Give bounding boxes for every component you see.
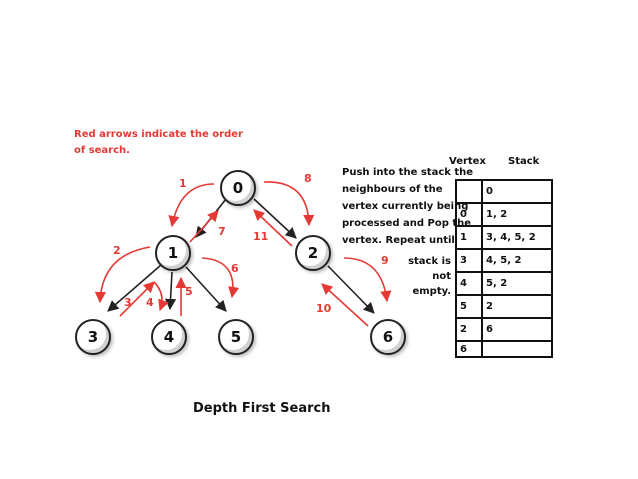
stack-cell xyxy=(481,340,553,358)
instruction-tail: stack is not empty. xyxy=(408,256,451,297)
vertex-cell: 6 xyxy=(455,340,483,358)
order-label-4: 4 xyxy=(146,296,154,309)
order-arrow-11 xyxy=(253,209,293,247)
instruction-line-4: processed and Pop the xyxy=(342,218,472,229)
order-label-8: 8 xyxy=(304,172,312,185)
node-5: 5 xyxy=(218,319,254,355)
order-label-9: 9 xyxy=(381,254,389,267)
edge-1-4 xyxy=(164,271,177,311)
order-arrow-9 xyxy=(343,257,392,303)
header-stack: Stack xyxy=(508,156,540,167)
stack-cell: 6 xyxy=(481,317,553,342)
order-arrow-10 xyxy=(321,283,369,327)
node-0: 0 xyxy=(220,170,256,206)
edge-0-2 xyxy=(253,198,297,239)
vertex-cell xyxy=(455,179,483,204)
order-arrow-8 xyxy=(263,181,315,227)
stack-cell: 3, 4, 5, 2 xyxy=(481,225,553,250)
stack-cell: 0 xyxy=(481,179,553,204)
edge-1-5 xyxy=(185,266,227,312)
stack-cell: 1, 2 xyxy=(481,202,553,227)
node-3: 3 xyxy=(75,319,111,355)
vertex-cell: 5 xyxy=(455,294,483,319)
order-label-2: 2 xyxy=(113,244,121,257)
instruction-line-1: Push into the stack the xyxy=(342,167,474,178)
search-order-arrows xyxy=(94,181,392,327)
vertex-cell: 0 xyxy=(455,202,483,227)
diagram-caption: Depth First Search xyxy=(193,401,331,416)
order-arrow-2 xyxy=(94,246,151,304)
order-label-5: 5 xyxy=(185,285,193,298)
order-arrow-6 xyxy=(201,257,240,299)
instruction-line-2: neighbours of the xyxy=(342,184,443,195)
order-arrow-4 xyxy=(153,281,169,312)
node-2: 2 xyxy=(295,235,331,271)
table-row: 6 xyxy=(455,340,553,358)
node-4: 4 xyxy=(151,319,187,355)
vertex-cell: 1 xyxy=(455,225,483,250)
order-arrow-7 xyxy=(189,210,219,243)
order-label-6: 6 xyxy=(231,262,239,275)
instruction-line-3: vertex currently being xyxy=(342,201,469,212)
vertex-cell: 3 xyxy=(455,248,483,273)
edge-2-6 xyxy=(327,265,375,314)
order-arrow-1 xyxy=(168,183,215,228)
table-row: 0 xyxy=(455,179,553,204)
edge-1-3 xyxy=(107,264,162,312)
order-label-10: 10 xyxy=(316,302,332,315)
header-vertex: Vertex xyxy=(449,156,486,167)
order-label-7: 7 xyxy=(218,225,226,238)
node-1: 1 xyxy=(155,235,191,271)
vertex-cell: 2 xyxy=(455,317,483,342)
vertex-cell: 4 xyxy=(455,271,483,296)
legend-text: Red arrows indicate the order of search. xyxy=(74,129,243,156)
order-label-3: 3 xyxy=(124,296,132,309)
instruction-line-5: vertex. Repeat until xyxy=(342,235,455,246)
order-label-1: 1 xyxy=(179,177,187,190)
order-arrow-3 xyxy=(119,281,155,317)
stack-cell: 5, 2 xyxy=(481,271,553,296)
order-label-11: 11 xyxy=(253,230,269,243)
stack-cell: 2 xyxy=(481,294,553,319)
stack-cell: 4, 5, 2 xyxy=(481,248,553,273)
node-6: 6 xyxy=(370,319,406,355)
